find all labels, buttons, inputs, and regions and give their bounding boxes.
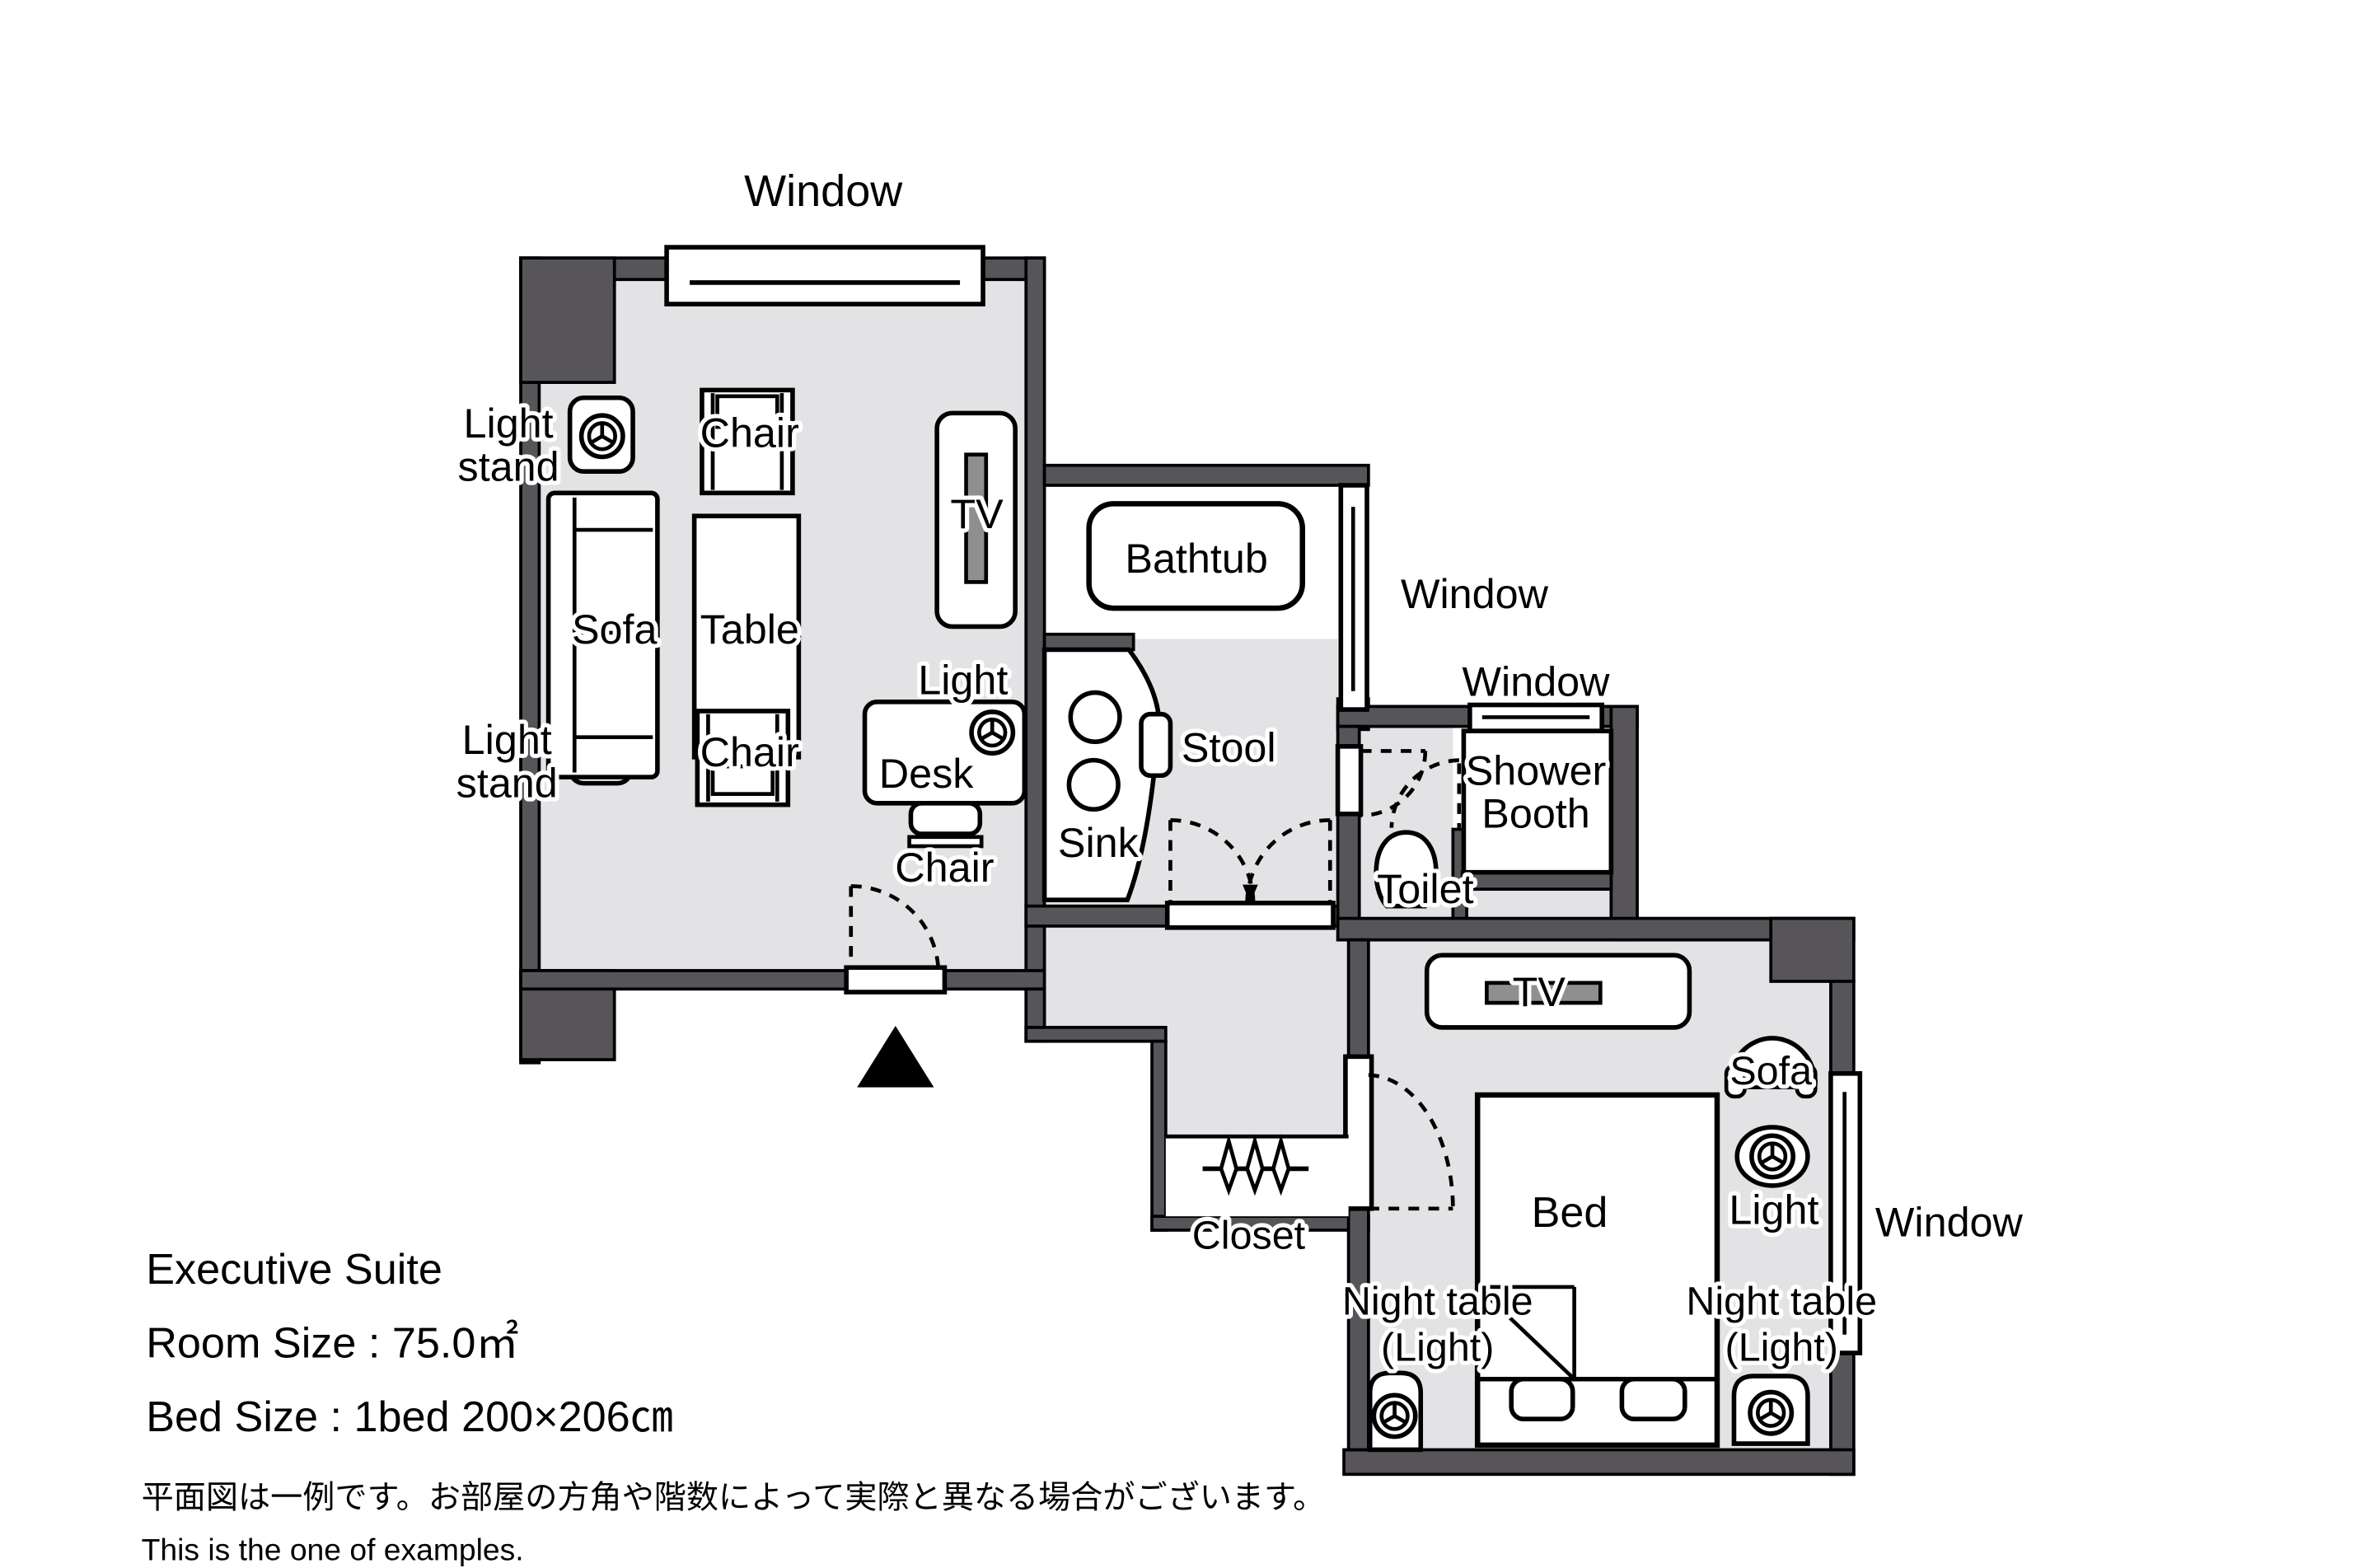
door-sill (844, 965, 948, 995)
desk-chair-icon (908, 801, 983, 836)
bathtub-icon (1086, 501, 1305, 611)
label-shower-booth: Shower (1466, 747, 1607, 793)
entrance-marker-icon (857, 1026, 934, 1088)
light-icon (1750, 1392, 1791, 1434)
label-bathtub: Bathtub (1125, 535, 1267, 582)
pillow-icon (1509, 1376, 1575, 1422)
wall-segment (941, 969, 1046, 991)
wall-segment (1460, 870, 1613, 892)
plan-labels: Window Light stand Chair Sofa Table TV L… (452, 162, 2028, 1374)
door-swing-arc (1360, 751, 1428, 818)
tv-screen-bar (964, 452, 989, 584)
label-chair-lower: Chair (700, 728, 799, 775)
label-chair-upper: Chair (700, 409, 799, 456)
wall-segment (1609, 704, 1639, 942)
label-desk-chair: Chair (895, 844, 994, 891)
wall-segment (519, 256, 616, 384)
wall-segment (1150, 1039, 1168, 1232)
chair-back-cushion (710, 764, 775, 796)
label-desk: Desk (879, 750, 974, 797)
label-bathtub-window: Window (1401, 570, 1549, 617)
hanger-icon (1271, 1134, 1291, 1196)
label-sink: Sink (1058, 819, 1140, 866)
label-tv-bedroom: TV (1513, 968, 1566, 1015)
bed-fold-diagonal (1476, 1285, 1576, 1381)
room-name: Executive Suite (146, 1246, 442, 1294)
door-swing-arc (1170, 817, 1256, 903)
label-sofa-bedroom: Sofa (1729, 1049, 1812, 1093)
label-shower-booth: Booth (1481, 790, 1589, 837)
label-night-table-right: Night table (1686, 1279, 1877, 1323)
label-light-bedroom: Light (1729, 1186, 1818, 1233)
light-icon (1374, 1395, 1415, 1436)
shower-wing-floor (1453, 889, 1612, 919)
wall-segment (1769, 916, 1856, 983)
sink-basin-icon (1068, 690, 1122, 745)
label-bedroom-window: Window (1875, 1198, 2024, 1245)
wall-segment (1346, 1204, 1370, 1452)
door-swings (849, 749, 1462, 1211)
shower-booth-room (1461, 728, 1614, 875)
shower-toilet-fixtures (1374, 728, 1614, 909)
note-japanese: 平面図は一例です。お部屋の方角や階数によって実際と異なる場合がございます。 (142, 1480, 1326, 1515)
label-light-stand-lower: Light (462, 716, 552, 763)
window-icon (664, 245, 985, 307)
door-sill (1335, 744, 1364, 817)
bathroom-fixtures (1041, 501, 1305, 903)
door-swing-arc (850, 884, 941, 974)
label-stool: Stool (1182, 723, 1276, 770)
label-light-stand-lower: stand (456, 759, 558, 806)
light-icon (1752, 1135, 1793, 1177)
wall-segment (1346, 938, 1370, 1061)
desk-chair-bar (907, 835, 984, 849)
wall-segment (1042, 463, 1370, 487)
room-size: Room Size : 75.0㎡ (146, 1319, 518, 1368)
toilet-icon (1374, 830, 1439, 909)
sink-basin-icon (1066, 757, 1121, 812)
label-light-stand-upper: stand (458, 442, 559, 489)
tv-screen-bar (1485, 981, 1603, 1005)
door-swing-arc (1368, 1073, 1455, 1209)
label-shower-window: Window (1463, 658, 1611, 704)
living-room-furniture (545, 387, 1027, 1088)
label-night-table-left: Night table (1342, 1279, 1533, 1323)
label-window-top: Window (744, 166, 903, 216)
wall-segment (1024, 256, 1046, 991)
wall-segment (1024, 1026, 1168, 1043)
windows-and-doors (664, 245, 1863, 1355)
door-swing-arrow (1243, 884, 1258, 903)
hanger-icon (1219, 1134, 1239, 1196)
wall-segment (519, 969, 851, 991)
label-tv-living: TV (950, 490, 1004, 537)
note-english: This is the one of examples. (142, 1533, 524, 1567)
door-swing-arc (1245, 817, 1331, 903)
info-block: Executive Suite Room Size : 75.0㎡ Bed Si… (142, 1246, 1326, 1566)
label-toilet: Toilet (1377, 865, 1473, 912)
door-sill (1343, 1054, 1374, 1211)
wall-segment (1829, 980, 1856, 1079)
chair-back-cushion (715, 394, 779, 429)
sofa-arm (1724, 1064, 1747, 1099)
label-closet: Closet (1192, 1213, 1306, 1257)
sofa-arm (1795, 1064, 1818, 1099)
pillow-icon (1619, 1376, 1687, 1422)
bedroom-furniture (1367, 953, 1818, 1453)
light-icon (582, 415, 623, 456)
door-sill (1164, 901, 1336, 930)
wall-segment (1342, 1448, 1856, 1477)
label-night-table-right: (Light) (1725, 1325, 1838, 1369)
bed-size: Bed Size : 1bed 200×206㎝ (146, 1393, 673, 1441)
hanger-icon (1245, 1134, 1265, 1196)
light-icon (971, 712, 1013, 753)
label-table: Table (700, 606, 799, 653)
label-desk-light: Light (918, 656, 1008, 703)
label-sofa: Sofa (572, 606, 658, 653)
label-light-stand-upper: Light (464, 400, 554, 447)
stool-icon (1139, 711, 1173, 779)
label-night-table-left: (Light) (1381, 1325, 1494, 1369)
label-bed: Bed (1532, 1189, 1608, 1237)
corridor-floor (1044, 925, 1349, 1137)
closet (1165, 1134, 1349, 1217)
